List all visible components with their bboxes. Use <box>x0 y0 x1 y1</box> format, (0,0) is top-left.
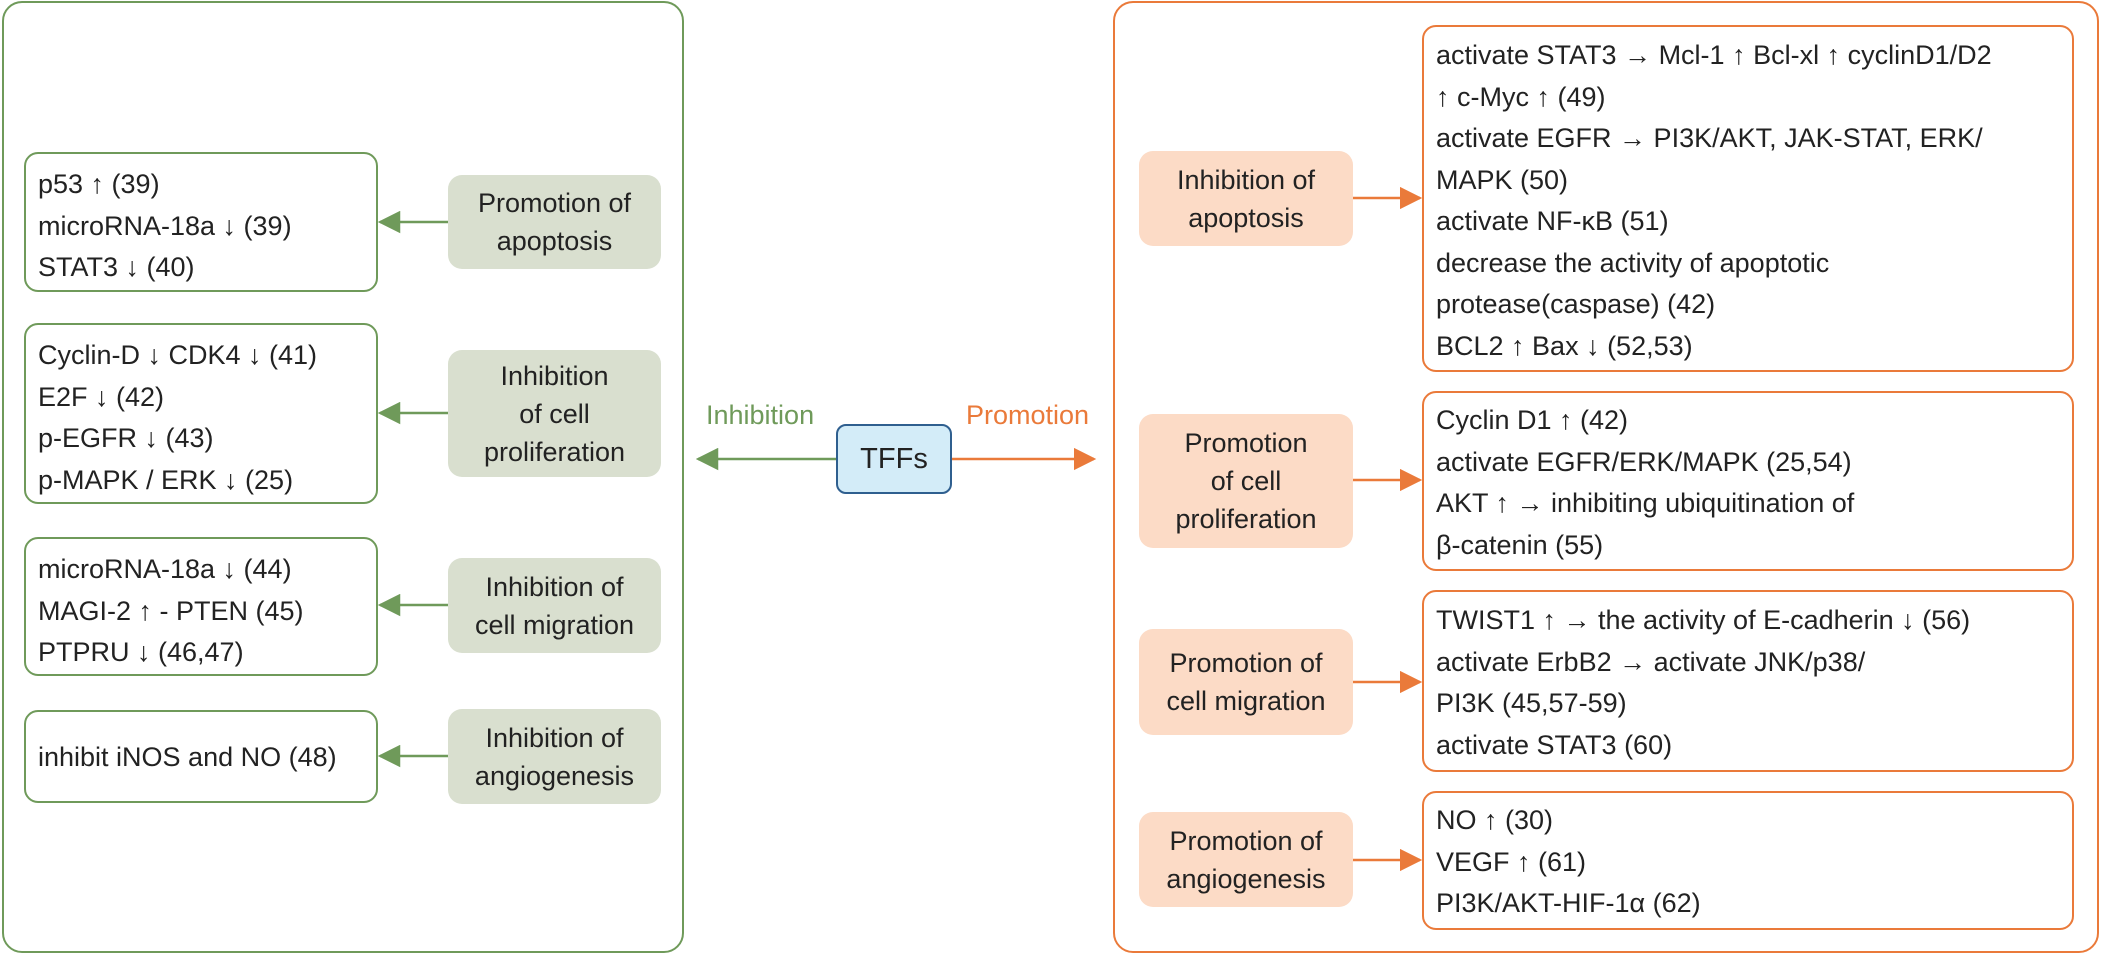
effect-line: AKT ↑ → inhibiting ubiquitination of <box>1436 488 1855 518</box>
effect-line: STAT3 ↓ (40) <box>38 252 195 282</box>
effect-line: protease(caspase) (42) <box>1436 289 1716 319</box>
effect-line: activate EGFR/ERK/MAPK (25,54) <box>1436 446 1852 477</box>
effect-line: TWIST1 ↑ → the activity of E-cadherin ↓ … <box>1436 605 1971 635</box>
box-promotion-of-angiogenesis-effects: NO ↑ (30) VEGF ↑ (61) PI3K/AKT-HIF-1α (6… <box>1422 791 2074 930</box>
effect-line: β-catenin (55) <box>1436 529 1604 560</box>
tffs-label: TFFs <box>860 442 928 475</box>
effect-line: activate NF-κB (51) <box>1436 206 1669 236</box>
label-inhibition-of-angiogenesis: Inhibition of angiogenesis <box>448 709 661 804</box>
box-inhibition-of-migration-effects: microRNA-18a ↓ (44) MAGI-2 ↑ - PTEN (45)… <box>24 537 378 676</box>
label-promotion-of-apoptosis: Promotion of apoptosis <box>448 175 661 269</box>
effect-line: activate ErbB2 → activate JNK/p38/ <box>1436 646 1866 677</box>
effect-line: microRNA-18a ↓ (44) <box>38 554 292 584</box>
effect-line: MAPK (50) <box>1436 164 1569 195</box>
effect-line: activate STAT3 (60) <box>1436 729 1673 760</box>
effect-line: microRNA-18a ↓ (39) <box>38 210 292 241</box>
effect-line: Cyclin-D ↓ CDK4 ↓ (41) <box>38 340 318 370</box>
label-promotion-of-cell-migration: Promotion of cell migration <box>1139 629 1353 735</box>
label-inhibition-of-cell-proliferation: Inhibition of cell proliferation <box>448 350 661 477</box>
effect-line: p53 ↑ (39) <box>38 169 160 199</box>
label-promotion-of-cell-proliferation: Promotion of cell proliferation <box>1139 414 1353 548</box>
effect-line: VEGF ↑ (61) <box>1436 846 1587 877</box>
effect-line: p-MAPK / ERK ↓ (25) <box>38 464 294 495</box>
effect-line: ↑ c-Myc ↑ (49) <box>1436 81 1606 112</box>
label-inhibition-of-cell-migration: Inhibition of cell migration <box>448 558 661 653</box>
tffs-node: TFFs <box>836 424 952 494</box>
effect-line: Cyclin D1 ↑ (42) <box>1436 405 1629 435</box>
effect-line: E2F ↓ (42) <box>38 381 165 412</box>
promotion-label: Promotion <box>966 400 1090 430</box>
effect-line: decrease the activity of apoptotic <box>1436 247 1830 278</box>
effect-line: MAGI-2 ↑ - PTEN (45) <box>38 595 304 626</box>
effect-line: p-EGFR ↓ (43) <box>38 423 214 453</box>
effect-line: PI3K/AKT-HIF-1α (62) <box>1436 888 1701 918</box>
label-promotion-of-angiogenesis: Promotion of angiogenesis <box>1139 812 1353 907</box>
effect-line: PTPRU ↓ (46,47) <box>38 637 244 667</box>
effect-line: BCL2 ↑ Bax ↓ (52,53) <box>1436 330 1693 361</box>
box-promotion-of-apoptosis-effects: p53 ↑ (39) microRNA-18a ↓ (39) STAT3 ↓ (… <box>24 152 378 292</box>
effect-line: activate EGFR → PI3K/AKT, JAK-STAT, ERK/ <box>1436 123 1983 153</box>
inhibition-label: Inhibition <box>706 400 815 430</box>
effect-line: PI3K (45,57-59) <box>1436 688 1627 718</box>
effect-line: NO ↑ (30) <box>1436 805 1554 835</box>
box-inhibition-of-apoptosis-effects: activate STAT3 → Mcl-1 ↑ Bcl-xl ↑ cyclin… <box>1422 25 2074 372</box>
label-inhibition-of-apoptosis: Inhibition of apoptosis <box>1139 151 1353 246</box>
box-inhibition-of-proliferation-effects: Cyclin-D ↓ CDK4 ↓ (41) E2F ↓ (42) p-EGFR… <box>24 323 378 504</box>
effect-line: activate STAT3 → Mcl-1 ↑ Bcl-xl ↑ cyclin… <box>1436 40 1992 70</box>
box-inhibition-of-angiogenesis-effects: inhibit iNOS and NO (48) <box>24 710 378 803</box>
box-promotion-of-proliferation-effects: Cyclin D1 ↑ (42) activate EGFR/ERK/MAPK … <box>1422 391 2074 571</box>
effect-line: inhibit iNOS and NO (48) <box>38 742 337 772</box>
box-promotion-of-migration-effects: TWIST1 ↑ → the activity of E-cadherin ↓ … <box>1422 590 2074 772</box>
